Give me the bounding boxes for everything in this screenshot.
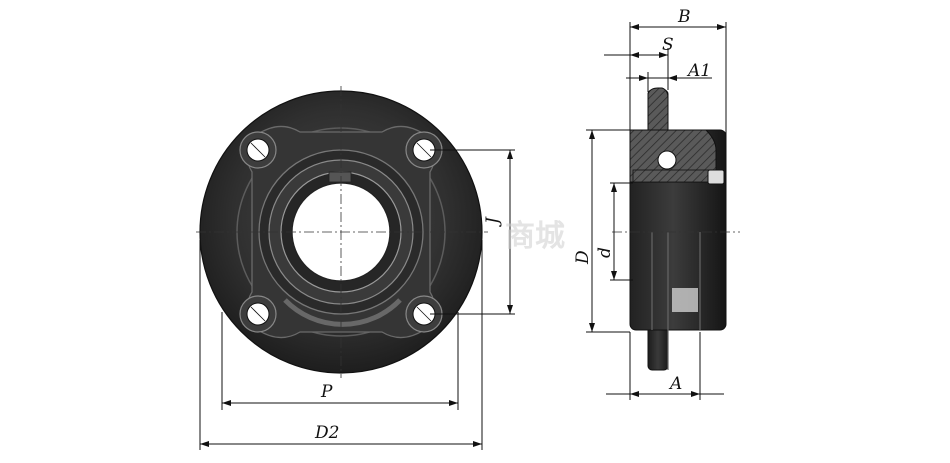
bearing-ball [657,150,677,170]
front-view: J P D2 [196,86,515,450]
bolt-hole-bottom-right [405,295,443,333]
dimension-D: D [573,129,630,333]
dimension-label-D: D [573,250,593,265]
dimension-P: P [221,312,459,410]
dimension-label-A: A [668,374,682,394]
bolt-hole-top-left [239,131,277,169]
watermark-text: 商城 [505,219,565,254]
side-set-screw [707,169,725,185]
bolt-hole-top-right [405,131,443,169]
dimension-label-D2: D2 [314,423,339,443]
dimension-label-P: P [320,382,333,402]
housing-highlight [283,298,402,327]
dimension-D2: D2 [199,240,483,450]
dimension-label-S: S [662,35,674,55]
dimension-label-A1: A1 [686,61,711,81]
flange-lug [647,87,669,131]
dimension-S: S [604,35,674,90]
dimension-label-B: B [677,7,691,27]
dimension-label-d: d [595,247,615,258]
dimension-A1: A1 [626,61,712,92]
dimension-A: A [606,332,724,400]
dimension-B: B [629,7,727,172]
bolt-hole-bottom-left [239,295,277,333]
dimension-d: d [595,182,633,281]
side-highlight [672,288,698,312]
side-view: D d B S [573,7,740,400]
dimension-J: J [430,149,515,315]
dimension-label-J: J [483,216,503,227]
set-screw-slot [328,171,352,183]
